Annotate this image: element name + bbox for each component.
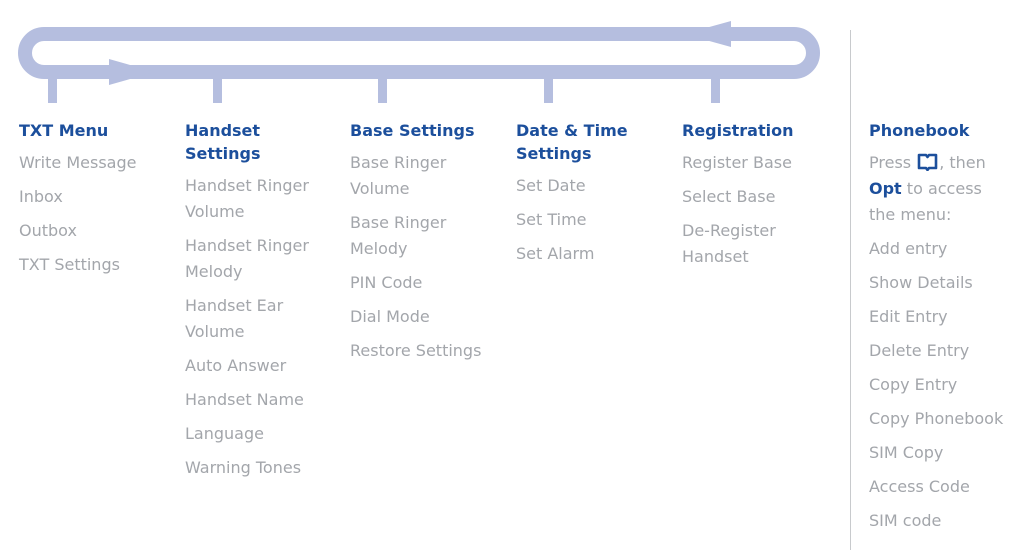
menu-column-handset-settings: Handset Settings Handset Ringer Volume H…	[185, 119, 325, 489]
column-title: Base Settings	[350, 121, 475, 140]
column-title: TXT Menu	[19, 121, 109, 140]
menu-navigation-loop	[18, 21, 820, 103]
instruction-text: to access the menu:	[869, 179, 982, 224]
menu-item: Language	[185, 424, 264, 443]
menu-item: Dial Mode	[350, 307, 430, 326]
menu-item: PIN Code	[350, 273, 423, 292]
loop-track	[18, 27, 820, 79]
menu-item: Delete Entry	[869, 341, 970, 360]
loop-tick-5	[711, 79, 720, 103]
menu-item: Handset Name	[185, 390, 304, 409]
menu-item: Access Code	[869, 477, 970, 496]
menu-item: TXT Settings	[19, 255, 120, 274]
menu-item: Edit Entry	[869, 307, 948, 326]
loop-tick-2	[213, 79, 222, 103]
menu-item: Handset Ringer Volume	[185, 176, 309, 221]
menu-item: SIM code	[869, 511, 942, 530]
menu-item: Inbox	[19, 187, 63, 206]
column-divider	[850, 30, 851, 550]
menu-item: Restore Settings	[350, 341, 482, 360]
menu-item: Outbox	[19, 221, 77, 240]
menu-column-phonebook: Phonebook Press , then Opt to access the…	[869, 119, 1009, 542]
menu-item: Base Ringer Volume	[350, 153, 447, 198]
loop-tick-3	[378, 79, 387, 103]
menu-item: Select Base	[682, 187, 776, 206]
menu-item: Copy Entry	[869, 375, 958, 394]
loop-tick-1	[48, 79, 57, 103]
loop-arrow-left	[684, 21, 731, 47]
instruction-text: , then	[939, 153, 986, 172]
menu-item: Auto Answer	[185, 356, 287, 375]
opt-key-label: Opt	[869, 179, 902, 198]
menu-item: Write Message	[19, 153, 137, 172]
column-title: Handset Settings	[185, 121, 261, 163]
menu-item: Set Alarm	[516, 244, 595, 263]
phonebook-icon	[917, 153, 938, 171]
menu-item: SIM Copy	[869, 443, 944, 462]
phonebook-instructions: Press , then Opt to access the menu:	[869, 150, 1009, 228]
menu-item: Handset Ringer Melody	[185, 236, 309, 281]
menu-item: Add entry	[869, 239, 948, 258]
menu-column-date-time-settings: Date & Time Settings Set Date Set Time S…	[516, 119, 636, 275]
menu-column-registration: Registration Register Base Select Base D…	[682, 119, 802, 278]
menu-item: Handset Ear Volume	[185, 296, 284, 341]
menu-item: De-Register Handset	[682, 221, 776, 266]
menu-item: Copy Phonebook	[869, 409, 1004, 428]
menu-item: Set Date	[516, 176, 586, 195]
loop-arrow-right	[109, 59, 155, 85]
column-title: Registration	[682, 121, 794, 140]
column-title: Date & Time Settings	[516, 121, 628, 163]
menu-item: Show Details	[869, 273, 973, 292]
menu-item: Base Ringer Melody	[350, 213, 447, 258]
column-title: Phonebook	[869, 121, 970, 140]
instruction-text: Press	[869, 153, 912, 172]
menu-item: Register Base	[682, 153, 792, 172]
menu-item: Warning Tones	[185, 458, 302, 477]
menu-column-txt: TXT Menu Write Message Inbox Outbox TXT …	[19, 119, 136, 286]
loop-tick-4	[544, 79, 553, 103]
menu-column-base-settings: Base Settings Base Ringer Volume Base Ri…	[350, 119, 481, 372]
menu-item: Set Time	[516, 210, 587, 229]
